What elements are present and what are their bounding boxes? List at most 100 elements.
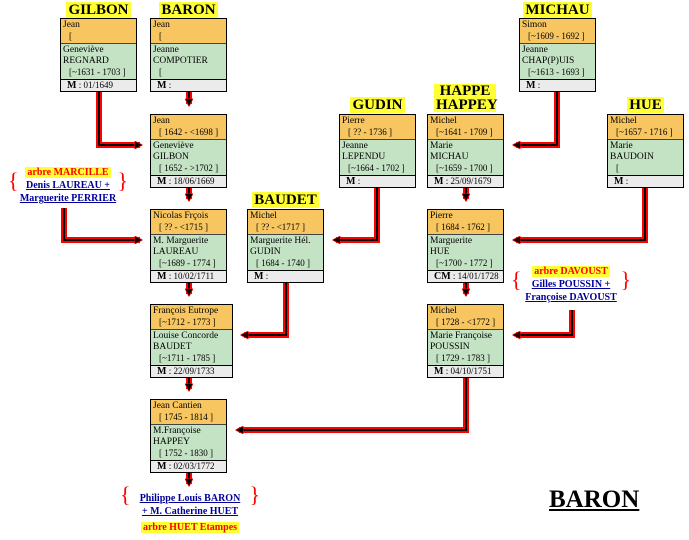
wife-first-name: Marie Françoise <box>430 331 492 341</box>
husband-dates: [ <box>159 31 162 41</box>
family-title-gudin: GUDIN <box>350 97 405 113</box>
link-francoise-davoust[interactable]: Françoise DAVOUST <box>525 292 617 303</box>
marriage-date: : <box>625 176 629 186</box>
external-tree-davoust: arbre DAVOUST { Gilles POUSSIN + Françoi… <box>511 265 631 304</box>
wife-surname: LEPENDU <box>342 152 386 162</box>
husband-name: Jean <box>153 116 170 126</box>
wife-first-name: Jeanne <box>342 141 368 151</box>
husband-name: Michel <box>430 306 457 316</box>
husband-dates: [~1657 - 1716 ] <box>616 127 673 137</box>
wife-surname: HAPPEY <box>153 437 190 447</box>
wife-first-name: M. Marguerite <box>153 236 209 246</box>
link-philippe-louis-baron[interactable]: Philippe Louis BARON <box>139 493 241 504</box>
marriage-date: : <box>265 271 269 281</box>
brace-icon: { <box>8 168 19 193</box>
husband-name: Michel <box>250 211 277 221</box>
wife-surname: GUDIN <box>250 247 281 257</box>
wife-dates: [ <box>616 163 619 173</box>
husband-dates: [ 1684 - 1762 ] <box>436 222 490 232</box>
husband: Pierre[ ?? - 1736 ] <box>340 115 415 140</box>
marriage-date: : 14/01/1728 <box>452 271 499 281</box>
wife-dates: [~1664 - 1702 ] <box>348 163 405 173</box>
husband-dates: [~1641 - 1709 ] <box>436 127 493 137</box>
family-title-baron: BARON <box>159 2 218 18</box>
husband: Michel[~1641 - 1709 ] <box>428 115 503 140</box>
marriage-type: M <box>157 461 167 472</box>
link-catherine-huet[interactable]: + M. Catherine HUET <box>141 506 239 517</box>
husband: Nicolas Frçois[ ?? - <1715 ] <box>151 210 226 235</box>
marriage: M : <box>608 176 683 187</box>
marriage-type: M <box>526 80 536 91</box>
marriage-type: M <box>157 366 167 377</box>
link-marguerite-perrier[interactable]: Marguerite PERRIER <box>19 193 117 204</box>
husband-name: Simon <box>522 20 547 30</box>
external-tree-marcille: arbre MARCILLE { Denis LAUREAU + Marguer… <box>8 166 128 205</box>
marriage-date: : <box>168 80 172 90</box>
wife-first-name: Geneviève <box>63 45 104 55</box>
marriage-date: : 01/1649 <box>78 80 113 90</box>
tree-link-huet[interactable]: arbre HUET Etampes <box>140 522 240 533</box>
husband: Pierre[ 1684 - 1762 ] <box>428 210 503 235</box>
marriage-date: : <box>537 80 541 90</box>
wife-dates: [~1689 - 1774 ] <box>159 258 216 268</box>
wife-surname: BAUDET <box>153 342 192 352</box>
tree-link-marcille[interactable]: arbre MARCILLE <box>25 167 111 178</box>
husband-dates: [ 1728 - <1772 ] <box>436 317 496 327</box>
family-box-baudet: Michel[ ?? - <1717 ]Marguerite Hél.GUDIN… <box>247 209 324 283</box>
wife-first-name: Marie <box>610 141 633 151</box>
wife-dates: [~1700 - 1772 ] <box>436 258 493 268</box>
marriage-type: M <box>157 176 167 187</box>
marriage: M : 02/03/1772 <box>151 461 226 472</box>
marriage-date: : <box>357 176 361 186</box>
husband-dates: [ ?? - 1736 ] <box>348 127 392 137</box>
family-title-happe: HAPPE HAPPEY <box>434 83 498 113</box>
family-title-baudet: BAUDET <box>252 192 319 208</box>
marriage-type: M <box>434 366 444 377</box>
husband-dates: [ <box>69 31 72 41</box>
husband-dates: [~1609 - 1692 ] <box>528 31 585 41</box>
marriage-date: : 02/03/1772 <box>168 461 215 471</box>
marriage: M : <box>248 271 323 282</box>
wife-first-name: Marguerite <box>430 236 473 246</box>
marriage-date: : 10/02/1711 <box>168 271 215 281</box>
husband-dates: [ ?? - <1715 ] <box>159 222 209 232</box>
wife-surname: GILBON <box>153 152 189 162</box>
wife-surname: BAUDOIN <box>610 152 654 162</box>
brace-icon: { <box>511 267 522 292</box>
wife-first-name: Jeanne <box>153 45 179 55</box>
marriage-date: : 18/06/1669 <box>168 176 215 186</box>
wife-first-name: M.Françoise <box>153 426 201 436</box>
link-gilles-poussin[interactable]: Gilles POUSSIN + <box>531 279 611 290</box>
tree-link-davoust[interactable]: arbre DAVOUST <box>532 266 610 277</box>
husband-name: Michel <box>610 116 637 126</box>
brace-icon: { <box>120 482 131 507</box>
marriage-date: : 04/10/1751 <box>445 366 492 376</box>
marriage-type: M <box>614 176 624 187</box>
wife-dates: [~1711 - 1785 ] <box>159 353 216 363</box>
family-title-gilbon: GILBON <box>66 2 131 18</box>
family-title-hue: HUE <box>627 97 664 113</box>
marriage-type: M <box>157 271 167 282</box>
wife: Marguerite Hél.GUDIN[ 1684 - 1740 ] <box>248 235 323 271</box>
link-denis-laureau[interactable]: Denis LAUREAU + <box>25 180 111 191</box>
marriage-type: M <box>254 271 264 282</box>
marriage: M : 01/1649 <box>61 80 136 91</box>
husband-name: François Eutrope <box>153 306 219 316</box>
marriage-type: M <box>434 176 444 187</box>
family-title-michau: MICHAU <box>523 2 592 18</box>
wife-dates: [~1613 - 1693 ] <box>528 67 585 77</box>
